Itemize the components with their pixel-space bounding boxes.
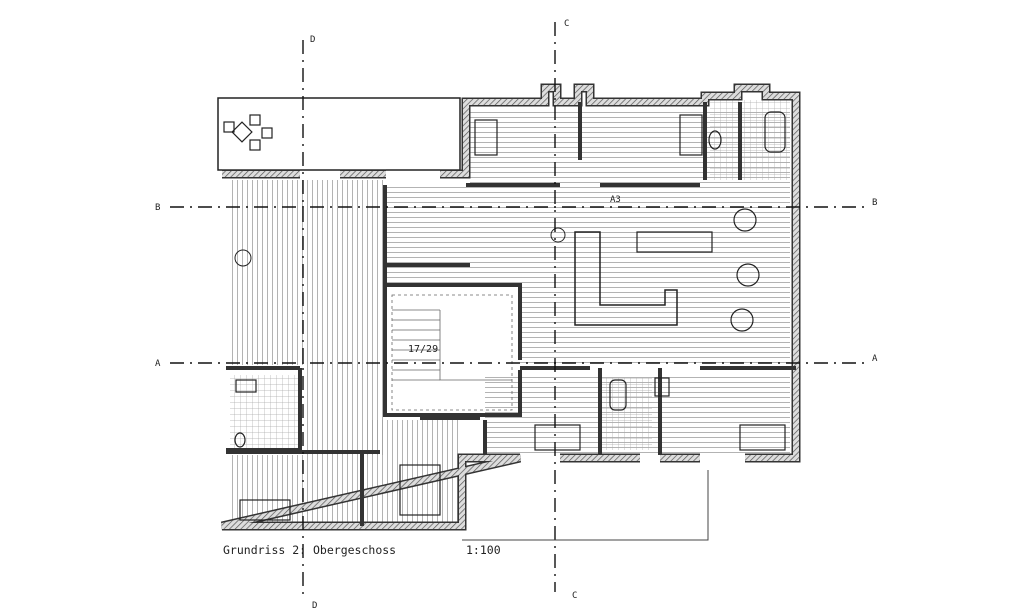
section-d-top: D xyxy=(310,35,315,45)
section-c-bottom: C xyxy=(572,591,577,601)
section-a-left: A xyxy=(155,359,161,369)
plants-icon xyxy=(234,227,566,267)
section-c-top: C xyxy=(564,19,569,29)
kitchen-counter xyxy=(574,231,678,326)
drawing-title: Grundriss 2: Obergeschoss xyxy=(223,543,396,557)
section-lines xyxy=(170,22,870,600)
dining-table-icon xyxy=(636,208,760,332)
beds xyxy=(239,114,786,521)
section-b-right: B xyxy=(872,198,877,208)
interior-walls xyxy=(226,102,796,526)
terrace xyxy=(217,97,461,171)
stair xyxy=(391,294,513,411)
drawing-scale: 1:100 xyxy=(466,543,501,557)
section-a-right: A xyxy=(872,354,878,364)
section-b-left: B xyxy=(155,203,160,213)
ground-outline xyxy=(462,470,709,541)
stair-label: 17/29 xyxy=(408,344,438,355)
section-b-mid: A3 xyxy=(610,195,621,205)
floor-areas xyxy=(230,100,790,525)
terrace-table-icon xyxy=(223,114,273,151)
bathroom-fixtures xyxy=(234,111,786,448)
section-d-bottom: D xyxy=(312,601,317,610)
